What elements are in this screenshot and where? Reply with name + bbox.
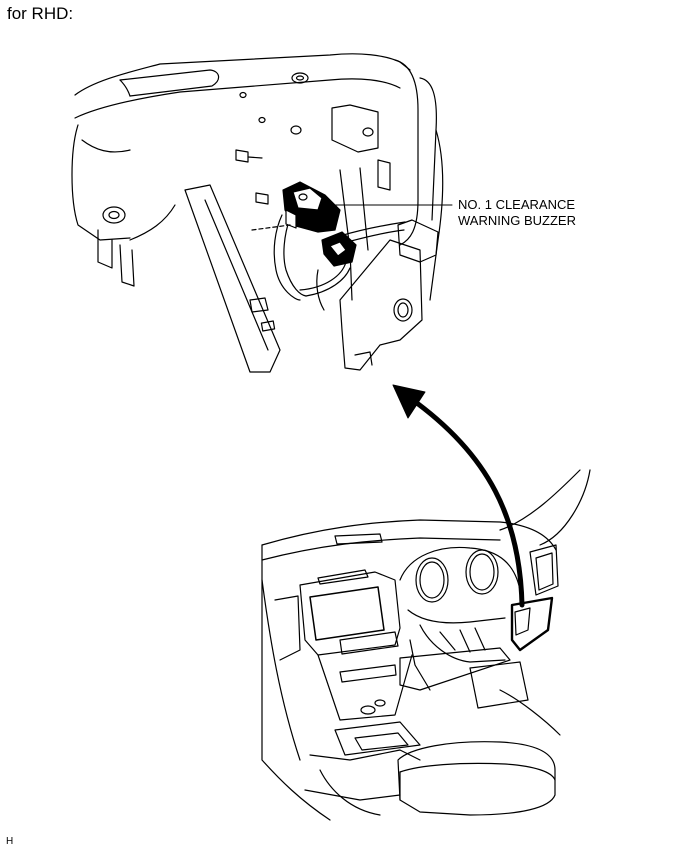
- callout-line-2: WARNING BUZZER: [458, 213, 576, 228]
- buzzer-location: [512, 598, 552, 650]
- clearance-warning-buzzer: [283, 182, 356, 266]
- left-mount: [72, 125, 130, 240]
- view-arrow: [393, 385, 522, 605]
- meter-cluster: [400, 547, 520, 590]
- armrest: [398, 742, 555, 815]
- center-display: [300, 572, 400, 655]
- buzzer-callout-label: NO. 1 CLEARANCE WARNING BUZZER: [458, 197, 576, 229]
- page-heading: for RHD:: [7, 4, 74, 23]
- wire-harness: [274, 215, 300, 300]
- center-console: [318, 655, 412, 720]
- dash-beam: [75, 54, 410, 95]
- dashboard-top: [262, 520, 556, 550]
- support-stay: [185, 185, 280, 372]
- callout-line-1: NO. 1 CLEARANCE: [458, 197, 576, 212]
- detail-view: [72, 54, 452, 372]
- figure-code: H: [6, 836, 14, 847]
- dashboard-overview: [262, 470, 590, 820]
- right-bracket: [340, 240, 422, 370]
